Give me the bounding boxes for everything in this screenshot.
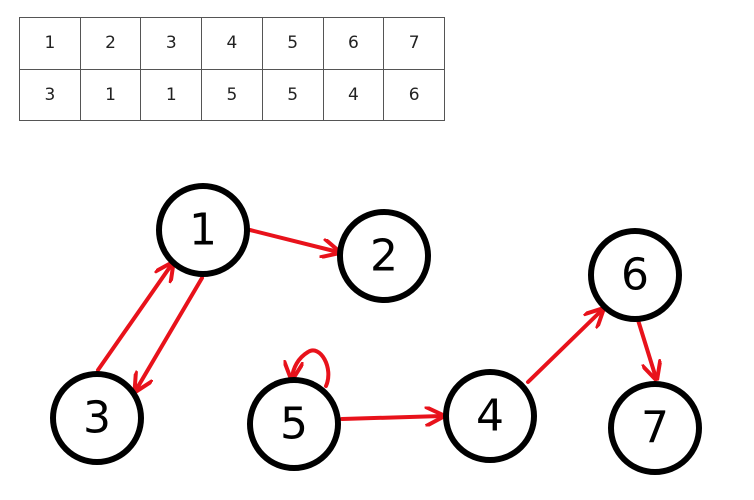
graph-node-5: 5 — [247, 377, 341, 471]
table-row-target: 3 1 1 5 5 4 6 — [19, 68, 445, 121]
edge-1-to-3 — [136, 276, 204, 390]
graph-node-2: 2 — [337, 209, 431, 303]
table-cell: 3 — [19, 68, 81, 121]
table-row-index: 1 2 3 4 5 6 7 — [19, 17, 445, 70]
table-cell: 6 — [322, 17, 385, 70]
edge-5-to-5 — [292, 348, 331, 388]
table-cell: 6 — [383, 68, 445, 121]
table-cell: 4 — [322, 68, 385, 121]
graph-node-4: 4 — [443, 369, 537, 463]
graph-node-3: 3 — [50, 371, 144, 465]
node-label: 5 — [280, 399, 308, 450]
graph-node-1: 1 — [156, 183, 250, 277]
edge-4-to-6 — [526, 310, 602, 384]
node-label: 6 — [621, 250, 649, 301]
edge-6-to-7 — [636, 318, 656, 378]
node-label: 2 — [370, 231, 398, 282]
node-label: 3 — [83, 393, 111, 444]
edge-5-to-4 — [340, 416, 442, 419]
table-cell: 5 — [201, 68, 263, 121]
edge-3-to-1 — [96, 264, 172, 372]
node-label: 7 — [641, 403, 669, 454]
edge-1-to-2 — [248, 228, 338, 252]
mapping-table: 1 2 3 4 5 6 7 3 1 1 5 5 4 6 — [19, 17, 445, 121]
graph-node-7: 7 — [608, 381, 702, 475]
table-cell: 1 — [140, 68, 203, 121]
graph-node-6: 6 — [588, 228, 682, 322]
node-label: 4 — [476, 391, 504, 442]
table-cell: 1 — [19, 17, 81, 70]
node-label: 1 — [189, 205, 217, 256]
table-cell: 5 — [261, 17, 324, 70]
table-cell: 5 — [261, 68, 324, 121]
